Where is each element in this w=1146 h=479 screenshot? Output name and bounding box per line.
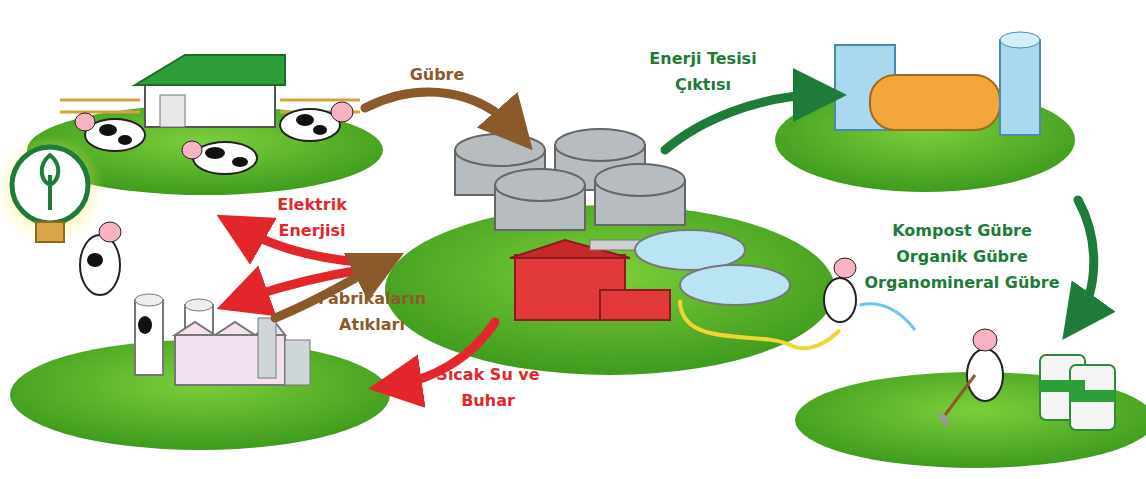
cow [182,141,257,174]
cow [75,113,145,151]
flow-label: Gübre [392,62,482,88]
flow-label: Organomineral Gübre [847,270,1077,296]
cow [280,102,353,141]
flow-arrow [665,95,820,150]
flow-label: Kompost Gübre [847,218,1077,244]
processing-plant [835,32,1040,135]
fertilizer-bags [935,329,1115,430]
flow-arrow [365,92,515,130]
factory [135,294,310,385]
flow-label: Sıcak Su ve Buhar [427,362,549,413]
light-bulb [0,135,121,295]
biogas-digester [455,129,685,230]
flow-label: Elektrik Enerjisi [257,192,367,243]
flow-label: Organik Gübre [847,244,1077,270]
grass-island [385,205,835,375]
flow-label: Fabrikaların Atıkları [307,286,437,337]
flow-arrow [1078,200,1094,318]
flow-label: Enerji Tesisi Çıktısı [628,46,778,97]
